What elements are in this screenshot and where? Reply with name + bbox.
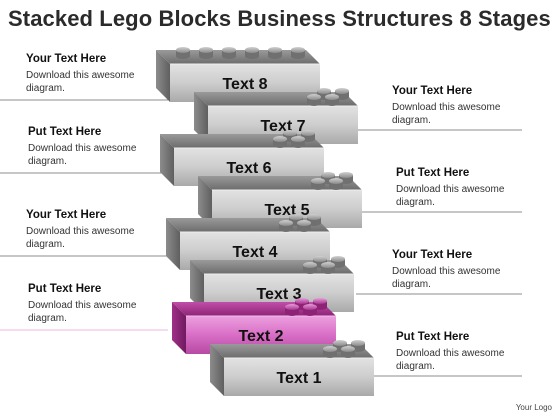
stud-icon xyxy=(297,220,311,232)
note-heading: Your Text Here xyxy=(26,53,107,65)
stud-icon xyxy=(245,47,259,59)
note-body: Download this awesome diagram. xyxy=(396,348,505,372)
stud-icon xyxy=(307,94,321,106)
block-label-7: Text 7 xyxy=(260,118,305,135)
stud-icon xyxy=(268,47,282,59)
stud-icon xyxy=(199,47,213,59)
stud-icon xyxy=(176,47,190,59)
stud-icon xyxy=(311,178,325,190)
lego-block-1: Text 1 xyxy=(210,340,374,396)
lego-block-8: Text 8 xyxy=(156,47,320,102)
lego-block-7: Text 7 xyxy=(194,88,358,144)
stud-icon xyxy=(329,178,343,190)
stud-icon xyxy=(339,172,353,184)
note-heading: Put Text Here xyxy=(396,167,470,179)
note-body: Download this awesome diagram. xyxy=(396,184,505,208)
note-body: Download this awesome diagram. xyxy=(26,226,135,250)
block-label-6: Text 6 xyxy=(226,160,271,177)
stud-icon xyxy=(285,304,299,316)
stud-icon xyxy=(291,136,305,148)
page-title: Stacked Lego Blocks Business Structures … xyxy=(8,6,551,31)
note-body: Download this awesome diagram. xyxy=(392,266,501,290)
stud-icon xyxy=(341,346,355,358)
stud-icon xyxy=(303,304,317,316)
block-label-3: Text 3 xyxy=(256,286,301,303)
block-label-1: Text 1 xyxy=(276,370,321,387)
block-label-8: Text 8 xyxy=(222,76,267,93)
note-heading: Your Text Here xyxy=(392,249,473,261)
stud-icon xyxy=(279,220,293,232)
stud-icon xyxy=(303,262,317,274)
note-heading: Put Text Here xyxy=(396,331,470,343)
stud-icon xyxy=(321,262,335,274)
stud-icon xyxy=(323,346,337,358)
note-body: Download this awesome diagram. xyxy=(28,300,137,324)
block-label-4: Text 4 xyxy=(232,244,277,261)
stud-icon xyxy=(222,47,236,59)
stud-icon xyxy=(273,136,287,148)
note-heading: Your Text Here xyxy=(392,85,473,97)
note-body: Download this awesome diagram. xyxy=(28,143,137,167)
stud-icon xyxy=(331,256,345,268)
stud-icon xyxy=(325,94,339,106)
logo-text: Your Logo xyxy=(515,403,552,412)
note-heading: Put Text Here xyxy=(28,283,102,295)
note-heading: Put Text Here xyxy=(28,126,102,138)
block-label-2: Text 2 xyxy=(238,328,283,345)
note-body: Download this awesome diagram. xyxy=(392,102,501,126)
note-body: Download this awesome diagram. xyxy=(26,70,135,94)
stud-icon xyxy=(291,47,305,59)
note-heading: Your Text Here xyxy=(26,209,107,221)
